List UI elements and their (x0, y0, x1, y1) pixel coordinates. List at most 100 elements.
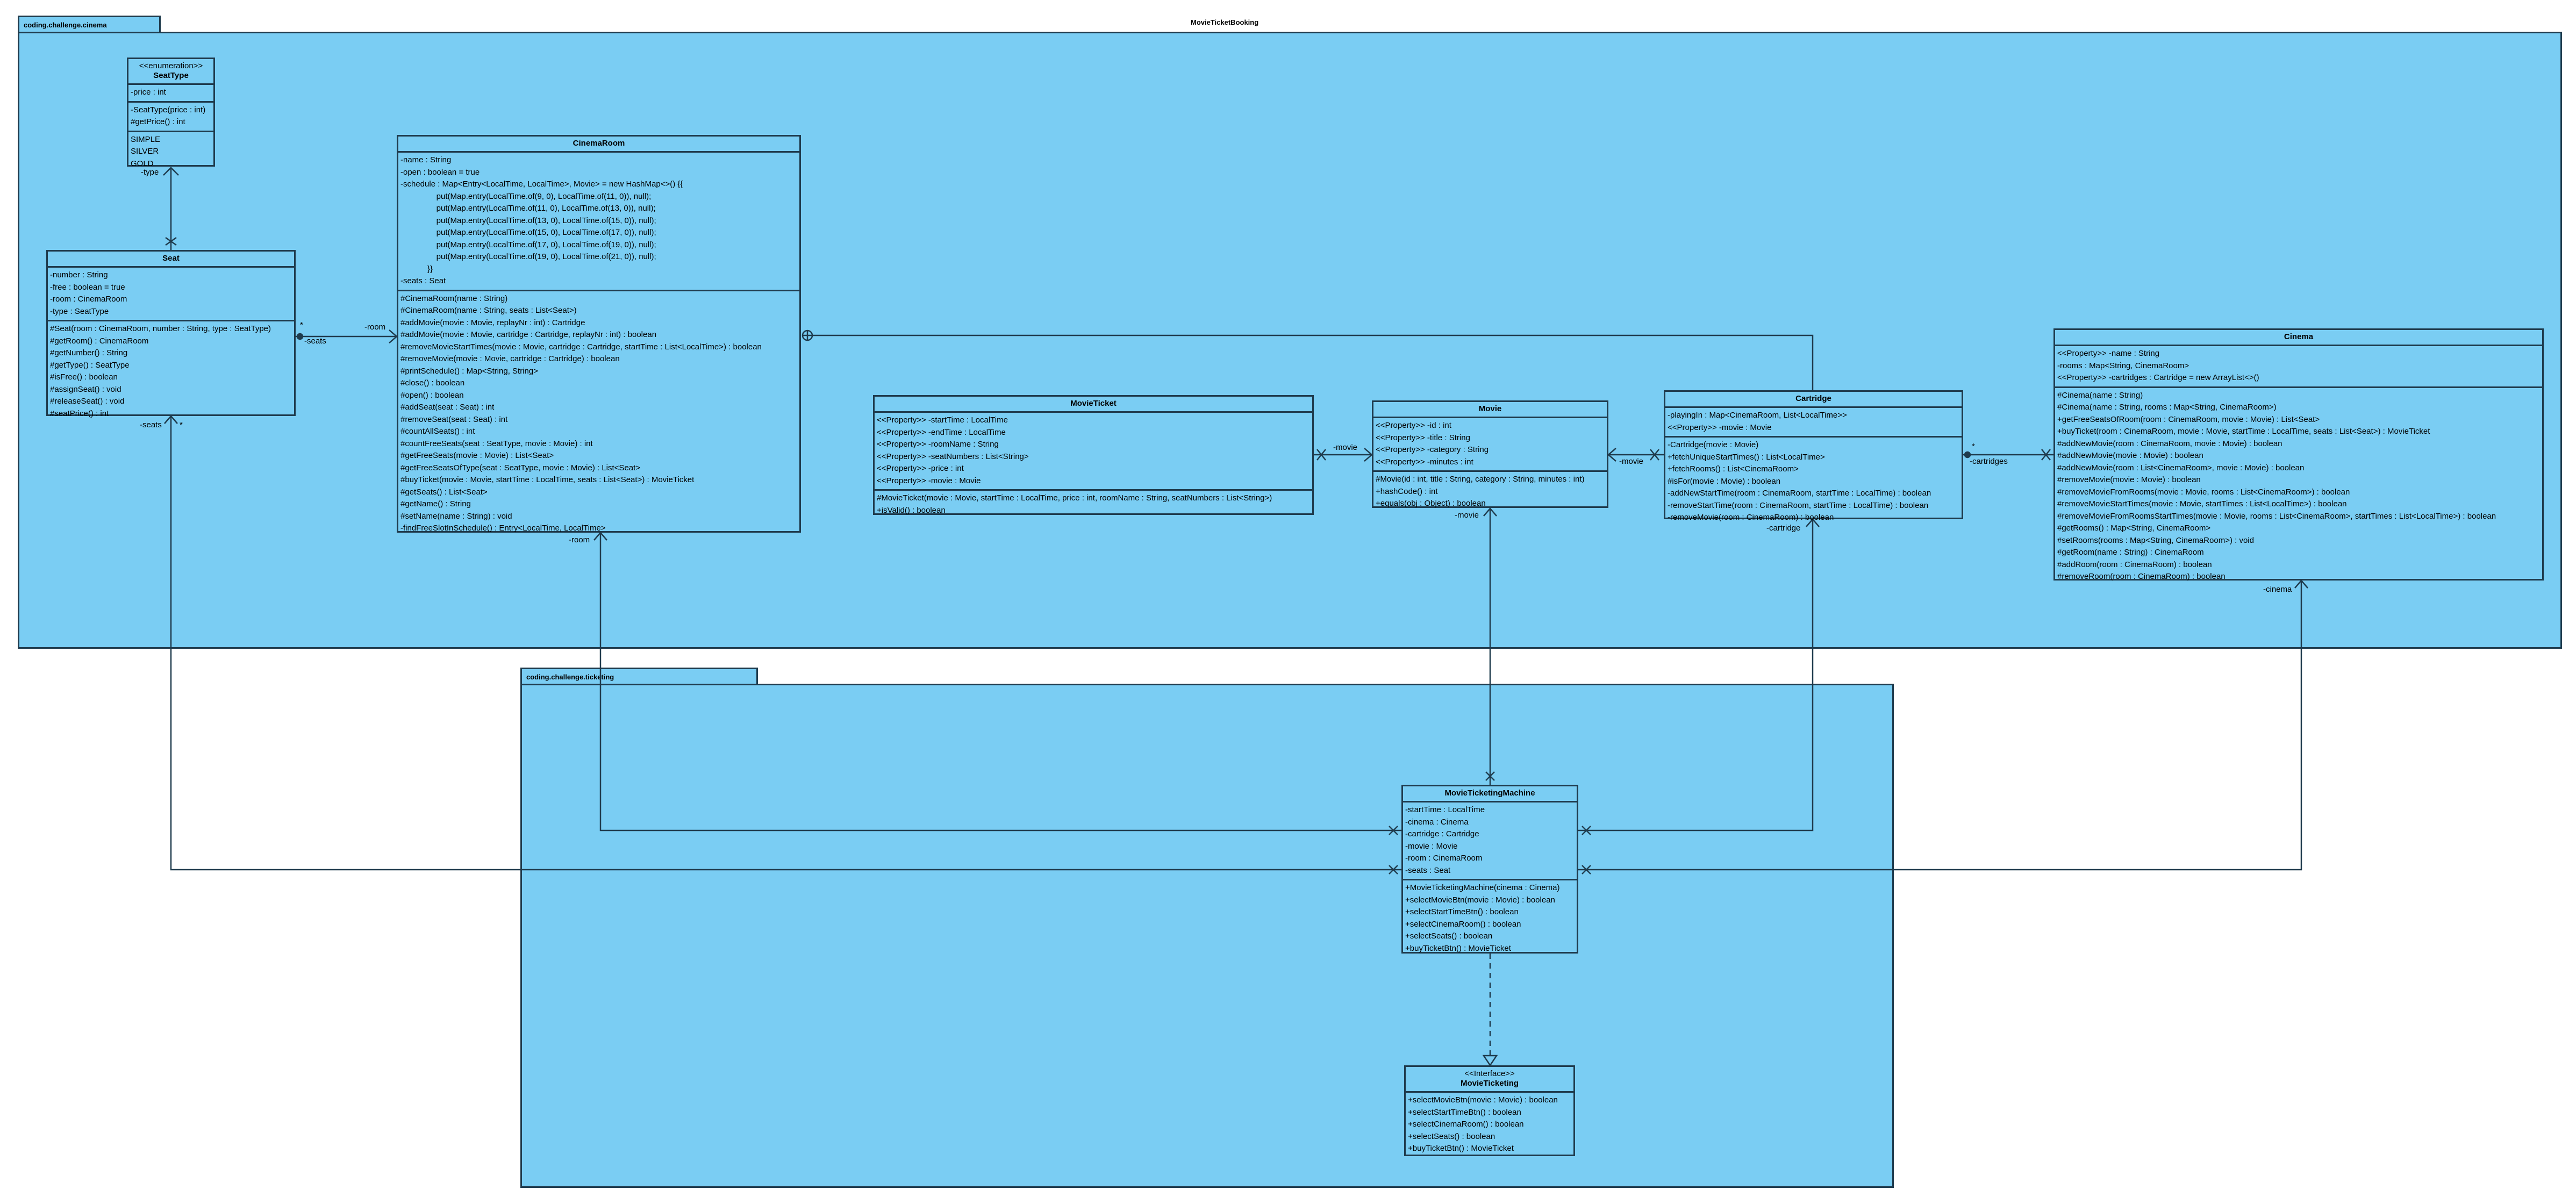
class-name: MovieTicketingMachine (1444, 789, 1535, 798)
class-attribute: put(Map.entry(LocalTime.of(17, 0), Local… (400, 240, 656, 249)
label-cinemaroom-bottom: -room (569, 535, 590, 544)
class-operation: #close() : boolean (400, 378, 465, 388)
attributes-compartment: <<Property>> -name : String-rooms : Map<… (2055, 346, 2542, 388)
class-operation: +selectStartTimeBtn() : boolean (1408, 1107, 1521, 1117)
enum-literal: SILVER (131, 147, 159, 156)
class-operation: +selectCinemaRoom() : boolean (1405, 919, 1521, 929)
class-attribute: -playingIn : Map<CinemaRoom, List<LocalT… (1668, 411, 1847, 420)
class-operation: +hashCode() : int (1376, 486, 1438, 496)
class-attribute: -cinema : Cinema (1405, 817, 1469, 827)
class-movie[interactable]: Movie<<Property>> -id : int<<Property>> … (1372, 400, 1608, 508)
class-operation: -removeMovie(room : CinemaRoom) : boolea… (1668, 513, 1834, 522)
class-operation: #removeMovieFromRoomsStartTimes(movie : … (2057, 511, 2496, 521)
class-header: CinemaRoom (398, 137, 799, 153)
class-operation: #Movie(id : int, title : String, categor… (1376, 475, 1585, 484)
class-movieticket[interactable]: MovieTicket<<Property>> -startTime : Loc… (873, 395, 1314, 515)
class-operation: #addSeat(seat : Seat) : int (400, 403, 495, 412)
label-cartridge-movie: -movie (1619, 457, 1644, 466)
class-operation: -addNewStartTime(room : CinemaRoom, star… (1668, 489, 1931, 498)
class-attribute: -room : CinemaRoom (1405, 854, 1483, 863)
label-seat-bottom-seats: -seats (140, 420, 162, 429)
class-operation: #CinemaRoom(name : String) (400, 293, 508, 303)
class-name: CinemaRoom (573, 139, 625, 148)
class-operation: #getName() : String (400, 499, 471, 508)
class-cinema[interactable]: Cinema<<Property>> -name : String-rooms … (2053, 328, 2544, 581)
class-attribute: -seats : Seat (1405, 865, 1451, 875)
class-operation: +getFreeSeatsOfRoom(room : CinemaRoom, m… (2057, 414, 2320, 424)
operations-compartment: #CinemaRoom(name : String) #CinemaRoom(na… (398, 291, 799, 537)
class-attribute: -startTime : LocalTime (1405, 805, 1485, 814)
class-attribute: <<Property>> -roomName : String (877, 440, 999, 449)
class-operation: #printSchedule() : Map<String, String> (400, 366, 538, 376)
class-operation: #setRooms(rooms : Map<String, CinemaRoom… (2057, 535, 2254, 545)
operations-compartment: -Cartridge(movie : Movie)+fetchUniqueSta… (1665, 438, 1962, 526)
class-operation: #addNewMovie(room : List<CinemaRoom>, mo… (2057, 463, 2305, 472)
class-operation: #getSeats() : List<Seat> (400, 487, 488, 497)
class-attribute: <<Property>> -category : String (1376, 445, 1489, 454)
package-ticketing (520, 684, 1894, 1188)
interface-movieticketing[interactable]: <<Interface>>MovieTicketing+selectMovieB… (1404, 1065, 1575, 1156)
class-name: Movie (1478, 404, 1502, 413)
class-seat[interactable]: Seat-number : String-free : boolean = tr… (46, 250, 296, 418)
class-attribute: -type : SeatType (50, 306, 109, 316)
class-operation: #removeMovie(movie : Movie) : boolean (2057, 475, 2201, 484)
class-movieticketingmachine[interactable]: MovieTicketingMachine -startTime : LocalT… (1401, 785, 1578, 954)
class-header: <<Interface>>MovieTicketing (1406, 1067, 1573, 1093)
class-attribute: put(Map.entry(LocalTime.of(11, 0), Local… (400, 204, 656, 213)
class-operation: #open() : boolean (400, 390, 464, 400)
package-name-ticketing: coding.challenge.ticketing (526, 673, 614, 681)
label-cinema-cartridges-mult: * (1972, 442, 1975, 451)
class-operation: +buyTicketBtn() : MovieTicket (1408, 1144, 1514, 1153)
class-attribute: <<Property>> -movie : Movie (1668, 422, 1772, 432)
class-operation: +selectStartTimeBtn() : boolean (1405, 907, 1519, 916)
class-operation: +selectSeats() : boolean (1408, 1131, 1495, 1141)
class-stereotype: <<enumeration>> (139, 61, 203, 70)
class-operation: #CinemaRoom(name : String, seats : List<… (400, 306, 577, 315)
class-attribute: put(Map.entry(LocalTime.of(9, 0), LocalT… (400, 191, 652, 201)
label-movie-bottom: -movie (1455, 511, 1479, 520)
class-header: MovieTicket (875, 397, 1312, 413)
class-operation: #removeMovieStartTimes(movie : Movie, ca… (400, 342, 762, 352)
class-operation: #countFreeSeats(seat : SeatType, movie :… (400, 439, 593, 448)
class-operation: +selectMovieBtn(movie : Movie) : boolean (1405, 895, 1555, 905)
class-operation: #Seat(room : CinemaRoom, number : String… (50, 324, 271, 333)
diagram-title: MovieTicketBooking (1191, 18, 1259, 26)
class-operation: #getRooms() : Map<String, CinemaRoom> (2057, 524, 2211, 533)
class-operation: -SeatType(price : int) (131, 105, 206, 114)
class-header: Movie (1373, 402, 1607, 418)
attributes-compartment: -playingIn : Map<CinemaRoom, List<LocalT… (1665, 408, 1962, 438)
enum-literal: GOLD (131, 159, 154, 168)
class-attribute: <<Property>> -name : String (2057, 349, 2160, 358)
class-operation: #releaseSeat() : void (50, 397, 125, 406)
class-operation: +selectSeats() : boolean (1405, 931, 1493, 941)
class-operation: #removeMovieStartTimes(movie : Movie, st… (2057, 499, 2347, 508)
class-operation: +fetchUniqueStartTimes() : List<LocalTim… (1668, 452, 1825, 462)
attributes-compartment: -name : String-open : boolean = true-sch… (398, 153, 799, 291)
class-attribute: put(Map.entry(LocalTime.of(13, 0), Local… (400, 216, 656, 225)
class-cinemaroom[interactable]: CinemaRoom -name : String-open : boolean … (397, 135, 801, 533)
class-cartridge[interactable]: Cartridge -playingIn : Map<CinemaRoom, Li… (1664, 390, 1963, 522)
operations-compartment: +selectMovieBtn(movie : Movie) : boolean… (1406, 1093, 1573, 1157)
class-operation: #removeMovieFromRooms(movie : Movie, roo… (2057, 487, 2350, 497)
class-name: MovieTicketing (1460, 1079, 1519, 1088)
class-operation: #getRoom(name : String) : CinemaRoom (2057, 548, 2204, 557)
class-operation: +selectMovieBtn(movie : Movie) : boolean (1408, 1095, 1558, 1105)
class-attribute: <<Property>> -cartridges : Cartridge = n… (2057, 373, 2259, 382)
class-operation: #addNewMovie(room : CinemaRoom, movie : … (2057, 439, 2282, 448)
class-operation: #Cinema(name : String) (2057, 390, 2143, 400)
operations-compartment: #Movie(id : int, title : String, categor… (1373, 472, 1607, 512)
class-stereotype: <<Interface>> (1464, 1069, 1515, 1078)
class-attribute: -room : CinemaRoom (50, 295, 127, 304)
operations-compartment: #Seat(room : CinemaRoom, number : String… (48, 321, 294, 422)
attributes-compartment: -startTime : LocalTime-cinema : Cinema-c… (1403, 802, 1577, 880)
class-seattype[interactable]: <<enumeration>>SeatType-price : int-Seat… (127, 58, 215, 168)
class-operation: #getFreeSeatsOfType(seat : SeatType, mov… (400, 463, 641, 472)
label-seat-type: -type (141, 168, 159, 177)
package-name-cinema: coding.challenge.cinema (24, 21, 107, 29)
label-cartridge-bottom: -cartridge (1766, 524, 1801, 533)
class-operation: +isValid() : boolean (877, 505, 946, 515)
class-operation: #removeSeat(seat : Seat) : int (400, 414, 508, 424)
class-name: MovieTicket (1070, 399, 1117, 408)
class-name: Cartridge (1795, 394, 1831, 403)
class-attribute: -seats : Seat (400, 276, 446, 285)
